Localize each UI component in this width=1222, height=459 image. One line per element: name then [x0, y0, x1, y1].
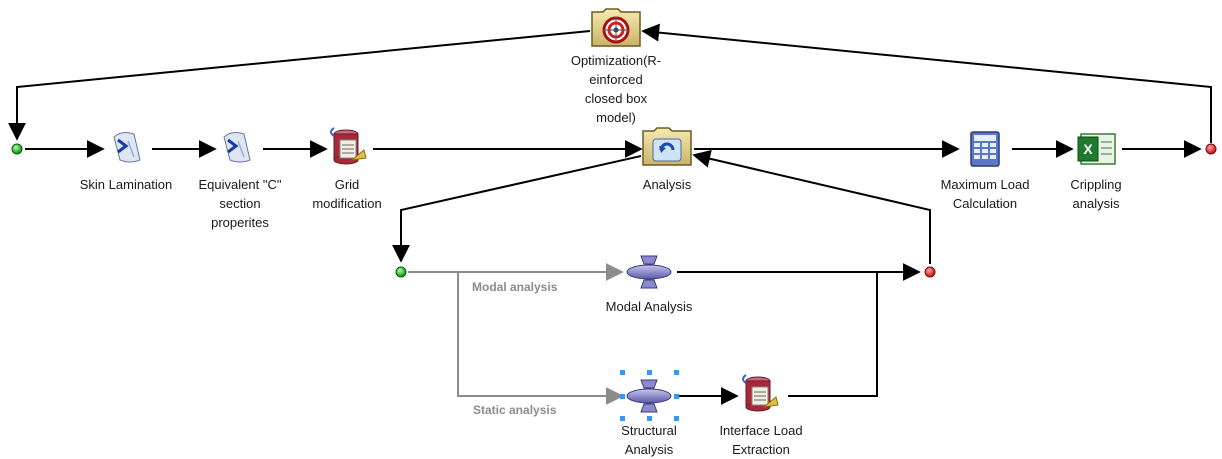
calculator-icon [970, 131, 1000, 167]
modal-analysis-condition-label: Modal analysis [472, 280, 558, 294]
start-node[interactable] [11, 143, 23, 155]
selection-handles [620, 370, 679, 421]
modal-analysis-node[interactable] [626, 255, 672, 289]
equivalent-c-label: Equivalent "C" section properites [198, 177, 282, 230]
sub-end-node[interactable] [924, 266, 936, 278]
edge-interface-to-subend[interactable] [788, 272, 878, 397]
maximum-load-node[interactable] [970, 131, 1000, 167]
edges [8, 23, 1212, 405]
end-node[interactable] [1205, 143, 1217, 155]
structural-analysis-label: Structural Analysis [621, 423, 677, 457]
edge-analysis-to-substart[interactable] [392, 155, 642, 263]
interface-load-label: Interface Load Extraction [719, 423, 803, 457]
sub-start-node[interactable] [395, 266, 407, 278]
script-icon [223, 132, 251, 163]
database-tool-icon [742, 374, 779, 412]
script-icon [113, 132, 141, 163]
equivalent-c-node[interactable] [223, 132, 251, 163]
target-folder-icon [591, 8, 641, 47]
analysis-node[interactable] [642, 127, 692, 166]
crippling-label: Crippling analysis [1070, 177, 1122, 211]
maximum-load-label: Maximum Load Calculation [940, 177, 1030, 211]
optimization-node[interactable] [591, 8, 641, 47]
excel-icon: X [1077, 133, 1116, 165]
edge-optimization-to-start[interactable] [8, 30, 591, 141]
solver-icon [626, 255, 672, 289]
interface-load-node[interactable] [742, 374, 779, 412]
modal-analysis-label: Modal Analysis [605, 299, 693, 314]
edge-subend-to-analysis[interactable] [692, 149, 931, 264]
grid-modification-label: Grid modification [312, 177, 382, 211]
crippling-node[interactable]: X [1077, 133, 1116, 165]
loop-folder-icon [642, 127, 692, 166]
database-tool-icon [330, 127, 367, 165]
grid-modification-node[interactable] [330, 127, 367, 165]
static-analysis-condition-label: Static analysis [473, 403, 557, 417]
skin-lamination-label: Skin Lamination [79, 177, 173, 192]
skin-lamination-node[interactable] [113, 132, 141, 163]
edge-substart-to-structural[interactable] [457, 272, 624, 405]
edge-end-to-optimization[interactable] [641, 23, 1212, 143]
svg-text:X: X [1083, 141, 1093, 157]
solver-icon [626, 379, 672, 413]
analysis-label: Analysis [642, 177, 692, 192]
optimization-label: Optimization(R- einforced closed box mod… [570, 53, 662, 125]
structural-analysis-node[interactable] [620, 370, 679, 421]
